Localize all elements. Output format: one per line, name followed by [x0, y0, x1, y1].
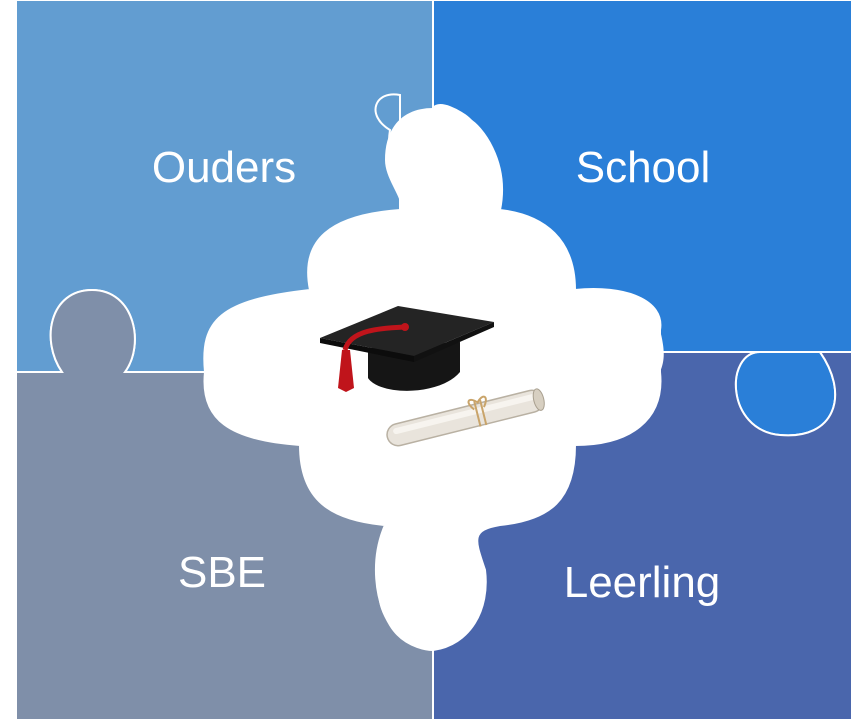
label-ouders: Ouders: [152, 143, 296, 192]
label-leerling: Leerling: [564, 558, 721, 607]
label-school: School: [576, 143, 711, 192]
graduation-cap-icon: [320, 306, 494, 392]
label-sbe: SBE: [178, 548, 266, 597]
diploma-scroll-icon: [386, 388, 545, 447]
